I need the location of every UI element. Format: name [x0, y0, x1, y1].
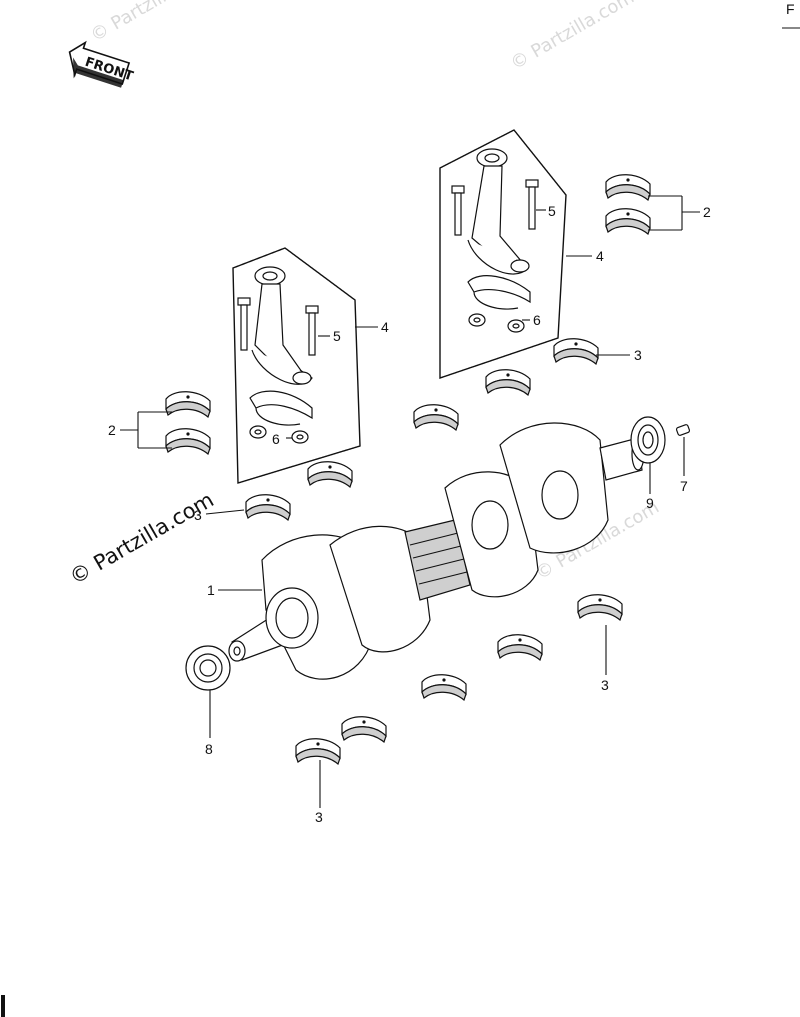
- conrod-bolt-right-1: [451, 185, 465, 236]
- callout-2-right: 2: [703, 204, 711, 220]
- watermark-faint-1: © Partzilla.com: [87, 0, 218, 46]
- bearing-shell-lower-4: [341, 716, 387, 744]
- bearing-shell-upper-left-2: [165, 428, 211, 456]
- callout-5-right: 5: [548, 203, 556, 219]
- bearing-shell-upper-left-1: [165, 391, 211, 419]
- watermark-main: © Partzilla.com: [66, 488, 218, 590]
- conrod-kit-outline-right: [439, 129, 567, 379]
- callout-7: 7: [680, 478, 688, 494]
- callout-3-left: 3: [194, 507, 202, 523]
- watermark-faint-2: © Partzilla.com: [507, 0, 638, 74]
- oil-seal-left: [185, 645, 231, 691]
- conrod-kit-outline-left: [232, 247, 361, 484]
- conrod-nut-left-1: [249, 425, 267, 439]
- crankshaft-key: [675, 424, 691, 436]
- connecting-rod-right: [467, 148, 530, 275]
- conrod-bolt-left-2: [305, 305, 319, 356]
- callout-9: 9: [646, 495, 654, 511]
- conrod-bolt-left-1: [237, 297, 251, 351]
- bearing-shell-lower-5: [295, 738, 341, 766]
- bearing-shells: [165, 174, 651, 766]
- callout-6-left: 6: [272, 431, 280, 447]
- oil-seal-right: [630, 416, 666, 464]
- bearing-shell-row-2: [307, 461, 353, 489]
- leader-lines: [120, 195, 700, 808]
- bearing-shell-upper-right-2: [605, 208, 651, 236]
- bearing-shell-lower-1: [577, 594, 623, 622]
- callout-2-left: 2: [108, 422, 116, 438]
- callout-3-lower-right: 3: [601, 677, 609, 693]
- callout-3-bottom: 3: [315, 809, 323, 825]
- callout-8: 8: [205, 741, 213, 757]
- crankshaft: [228, 422, 645, 680]
- callout-4-left: 4: [381, 319, 389, 335]
- conrod-cap-right: [467, 275, 531, 310]
- front-arrow-icon: FRONT: [68, 40, 135, 88]
- bearing-shell-upper-right-1: [605, 174, 651, 202]
- conrod-bolt-right-2: [525, 179, 539, 230]
- callout-4-right: 4: [596, 248, 604, 264]
- conrod-nut-right-1: [468, 313, 486, 327]
- bearing-shell-row-4: [485, 369, 531, 397]
- conrod-cap-left: [249, 390, 313, 426]
- bearing-shell-row-1: [245, 494, 291, 522]
- corner-text: F: [786, 1, 795, 17]
- bearing-shell-row-3: [413, 404, 459, 432]
- conrod-nut-left-2: [291, 430, 309, 444]
- connecting-rod-left: [251, 266, 313, 385]
- conrod-nut-right-2: [507, 319, 525, 333]
- callout-6-right: 6: [533, 312, 541, 328]
- callout-3-upper-right: 3: [634, 347, 642, 363]
- bearing-shell-lower-3: [421, 674, 467, 702]
- bearing-shell-lower-2: [497, 634, 543, 662]
- callout-1: 1: [207, 582, 215, 598]
- callout-5-left: 5: [333, 328, 341, 344]
- bearing-shell-row-5: [553, 338, 599, 366]
